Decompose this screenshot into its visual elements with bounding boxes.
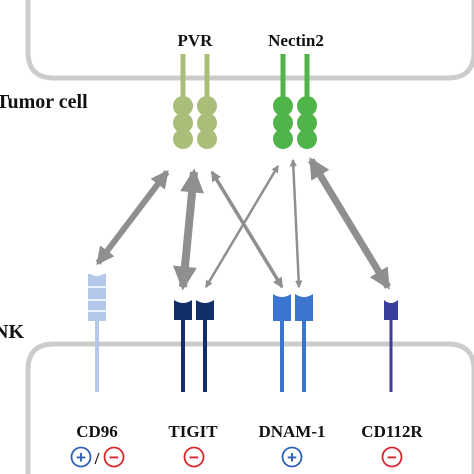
cd96-activating-sign: + <box>70 446 92 468</box>
tigit-receptor <box>174 300 214 392</box>
nk-cell-label: NK <box>0 321 24 343</box>
cd96-sign-separator: / <box>94 449 100 468</box>
tigit-inhibitory-sign: − <box>183 446 205 468</box>
arrow-pvr-cd96 <box>95 169 170 266</box>
arrow-nectin2-tigit <box>204 165 280 288</box>
arrow-pvr-tigit <box>172 168 205 291</box>
pvr-label: PVR <box>178 31 214 50</box>
nectin2-label: Nectin2 <box>268 31 324 50</box>
arrow-nectin2-dnam1 <box>289 158 303 289</box>
nk-cell-membrane <box>25 341 474 474</box>
dnam1-receptor <box>273 294 313 392</box>
dnam1-activating-sign: + <box>281 446 303 468</box>
cd112r-receptor <box>384 300 398 392</box>
cd96-receptor <box>88 272 106 392</box>
svg-text:−: − <box>189 448 199 467</box>
nectin2-ligand <box>273 54 317 149</box>
cd96-inhibitory-sign: − <box>103 446 125 468</box>
arrow-nectin2-cd112r <box>308 157 391 290</box>
dnam1-label: DNAM-1 <box>258 422 325 441</box>
interaction-arrows <box>95 157 391 291</box>
tumor-cell-label: Tumor cell <box>0 91 88 113</box>
tumor-cell-membrane <box>25 0 474 81</box>
svg-text:−: − <box>387 448 397 467</box>
cd96-label: CD96 <box>76 422 118 441</box>
svg-text:−: − <box>109 448 119 467</box>
tigit-label: TIGIT <box>168 422 218 441</box>
cd112r-label: CD112R <box>361 422 423 441</box>
arrow-pvr-dnam1 <box>210 170 284 289</box>
svg-text:+: + <box>76 448 86 467</box>
pvr-ligand <box>173 54 217 149</box>
svg-text:+: + <box>287 448 297 467</box>
cd112r-inhibitory-sign: − <box>381 446 403 468</box>
